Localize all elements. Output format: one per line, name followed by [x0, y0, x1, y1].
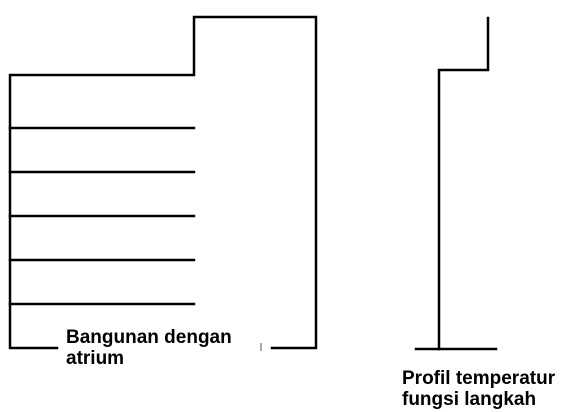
step-function-curve [437, 16, 490, 351]
profile-caption: Profil temperatur fungsi langkah [402, 368, 555, 410]
building-caption-line2: atrium [66, 348, 125, 369]
building-outline-left [8, 15, 318, 350]
profile-caption-line2: fungsi langkah [402, 389, 537, 410]
building-caption: Bangunan dengan atrium [66, 327, 232, 369]
building-caption-line1: Bangunan dengan [66, 327, 232, 348]
temperature-profile-line [414, 16, 498, 351]
profile-caption-line1: Profil temperatur [402, 368, 556, 389]
building-outline [8, 15, 318, 350]
building-floors [8, 126, 196, 306]
